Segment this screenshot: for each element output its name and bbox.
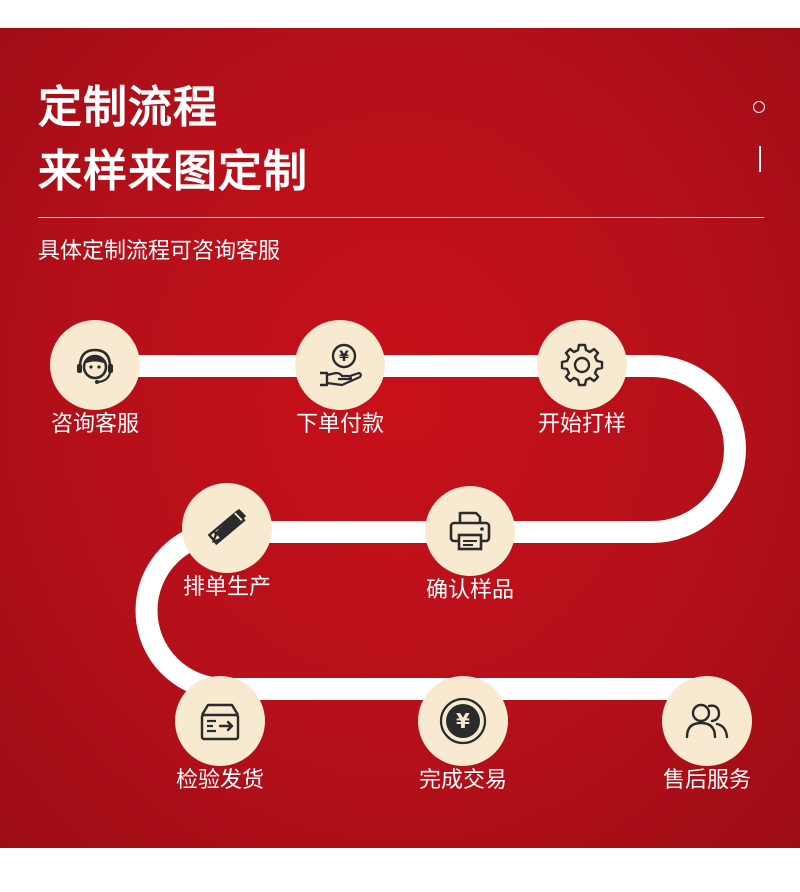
step-circle: [50, 320, 140, 410]
step-order-payment: ¥ 下单付款: [250, 320, 430, 470]
step-circle: [537, 320, 627, 410]
page-title: 定制流程: [38, 82, 218, 133]
step-label: 下单付款: [295, 412, 384, 437]
yen-coin-icon: ¥: [439, 697, 487, 745]
headset-agent-icon: [77, 348, 113, 384]
track-path: [84, 355, 746, 700]
pencil-ruler-icon: [207, 508, 247, 546]
process-panel: 定制流程 来样来图定制 具体定制流程可咨询客服 咨询客服: [0, 28, 800, 848]
step-label: 排单生产: [182, 575, 271, 600]
step-start-sampling: 开始打样: [492, 320, 672, 470]
decorative-circle-icon: [753, 101, 765, 113]
step-circle: ¥: [295, 320, 385, 410]
step-label: 确认样品: [425, 578, 514, 603]
step-label: 售后服务: [662, 768, 751, 793]
step-circle: [182, 483, 272, 573]
step-confirm-sample: 确认样品: [380, 486, 560, 636]
step-complete-deal: ¥ 完成交易: [373, 676, 553, 826]
process-note: 具体定制流程可咨询客服: [38, 239, 281, 264]
step-schedule-production: 排单生产: [137, 483, 317, 633]
box-arrow-icon: [200, 703, 240, 741]
gear-icon: [560, 343, 604, 387]
step-circle: [662, 676, 752, 766]
printer-icon: [449, 511, 491, 551]
hand-coin-icon: ¥: [320, 343, 362, 387]
step-circle: ¥: [418, 676, 508, 766]
process-track: [84, 355, 746, 700]
currency-symbol: ¥: [339, 349, 349, 365]
step-label: 咨询客服: [50, 412, 139, 437]
step-label: 完成交易: [418, 768, 507, 793]
step-circle: [425, 486, 515, 576]
currency-symbol: ¥: [456, 709, 470, 733]
step-label: 检验发货: [175, 768, 264, 793]
step-circle: [175, 676, 265, 766]
users-icon: [685, 703, 729, 739]
step-consult-service: 咨询客服: [5, 320, 185, 470]
page-subtitle-heading: 来样来图定制: [38, 146, 308, 197]
step-after-sales: 售后服务: [617, 676, 797, 826]
step-label: 开始打样: [537, 412, 626, 437]
header-divider: [38, 217, 764, 218]
step-inspect-ship: 检验发货: [130, 676, 310, 826]
decorative-line: [759, 146, 761, 172]
